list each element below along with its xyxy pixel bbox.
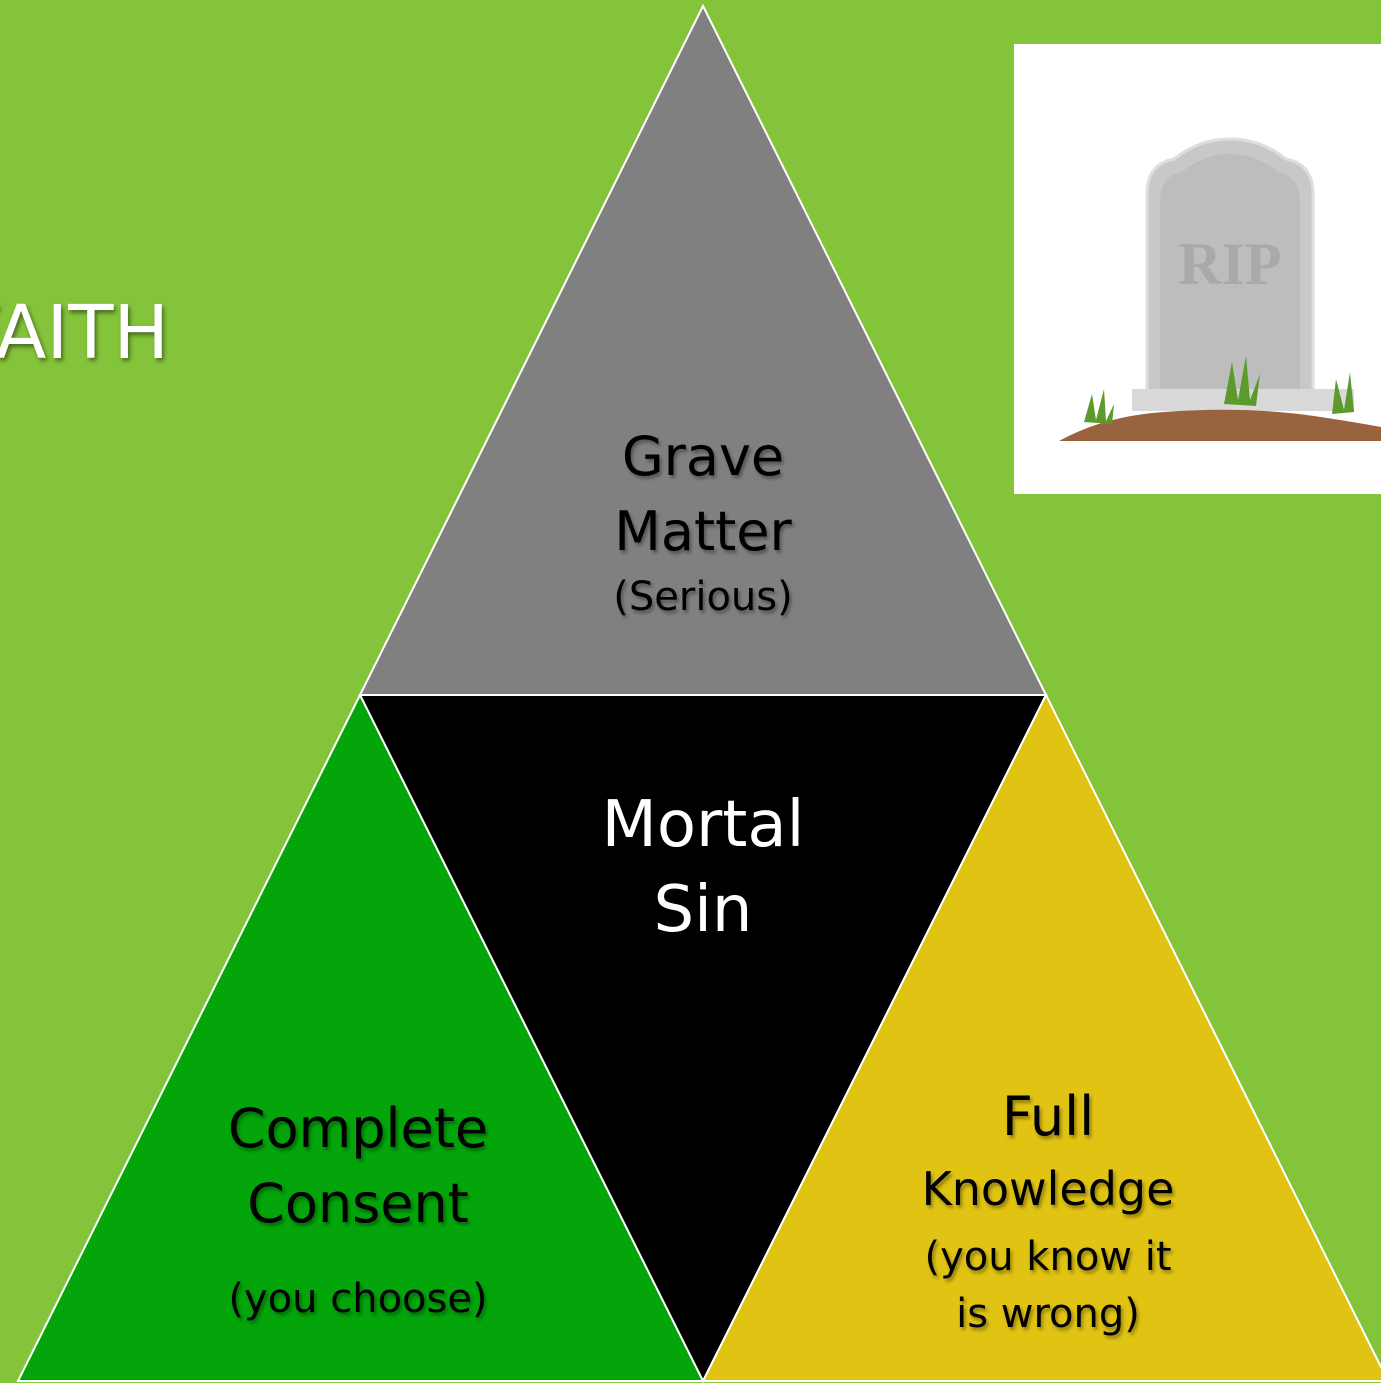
you-choose-note: (you choose) <box>228 1276 488 1322</box>
consent-label: Consent <box>247 1172 469 1235</box>
mortal-label: Mortal <box>601 788 805 862</box>
serious-note: (Serious) <box>613 574 793 620</box>
matter-label: Matter <box>614 500 792 563</box>
tombstone-picture: RIP <box>1014 44 1381 494</box>
tombstone-icon: RIP <box>1059 137 1381 441</box>
knowledge-label: Knowledge <box>921 1162 1175 1216</box>
is-wrong-note: is wrong) <box>956 1291 1140 1337</box>
complete-label: Complete <box>227 1097 489 1160</box>
complete-consent-triangle <box>16 692 705 1382</box>
sin-label: Sin <box>653 873 753 947</box>
you-know-note: (you know it <box>924 1234 1172 1280</box>
slide-title: FAITH <box>0 290 170 376</box>
full-label: Full <box>1001 1085 1095 1148</box>
full-knowledge-triangle <box>701 692 1381 1382</box>
epitaph-text: RIP <box>1178 231 1281 297</box>
grave-label: Grave <box>621 425 785 488</box>
